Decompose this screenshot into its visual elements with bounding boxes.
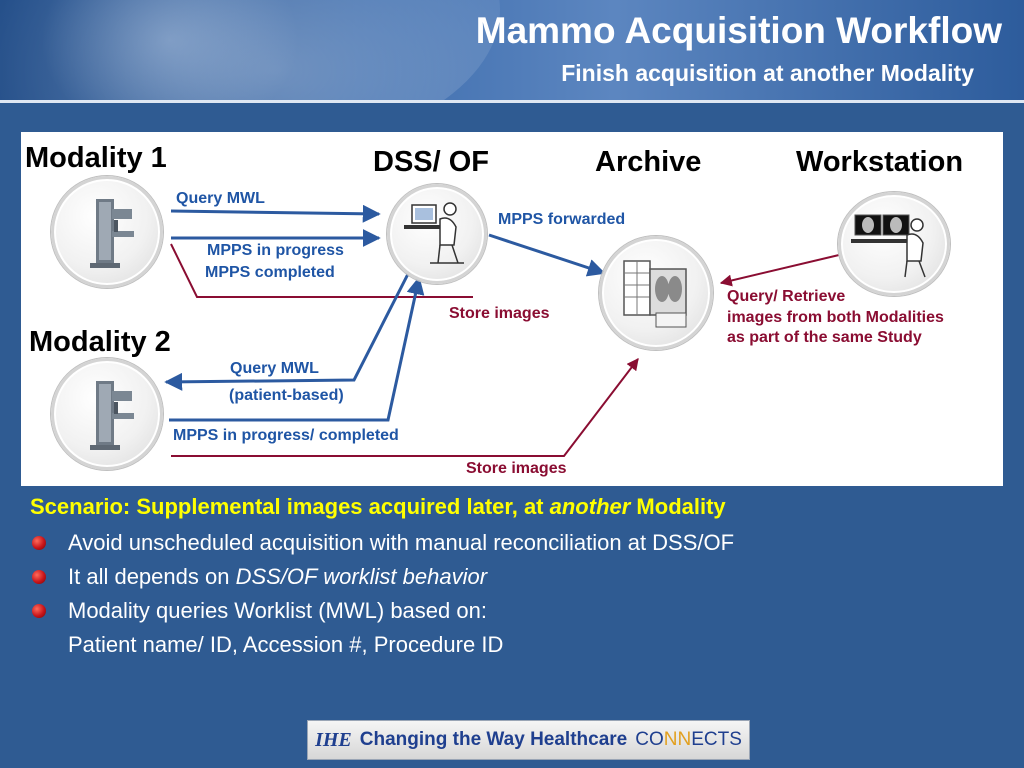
bullet-icon <box>32 570 46 584</box>
scenario-heading: Scenario: Supplemental images acquired l… <box>30 494 726 520</box>
query-retrieve-line3: as part of the same Study <box>727 329 922 346</box>
bullet-icon <box>32 536 46 550</box>
modality1-label: Modality 1 <box>25 142 167 174</box>
slide-title: Mammo Acquisition Workflow <box>475 10 1002 51</box>
mammography-unit-icon <box>90 199 134 268</box>
arrow-query-mwl-2 <box>164 271 411 391</box>
bullet-text-prefix: It all depends on <box>68 564 236 589</box>
bullet-icon <box>32 604 46 618</box>
scenario-prefix: Scenario: Supplemental images acquired l… <box>30 494 550 519</box>
modality2-label: Modality 2 <box>29 326 171 358</box>
diagram-connectors <box>164 204 840 457</box>
patient-based-label: (patient-based) <box>229 387 344 404</box>
header-band: Mammo Acquisition Workflow Finish acquis… <box>0 0 1024 103</box>
store-images-1-label: Store images <box>449 305 550 322</box>
globe-highlight <box>40 0 300 103</box>
workstation-user-icon <box>404 202 464 264</box>
bullet-item: Avoid unscheduled acquisition with manua… <box>30 529 734 563</box>
arrow-query-retrieve <box>719 254 840 287</box>
scenario-suffix: Modality <box>630 494 726 519</box>
mpps-progress-completed-label: MPPS in progress/ completed <box>173 427 399 444</box>
arrow-store-images-1 <box>170 243 473 298</box>
query-retrieve-line2: images from both Modalities <box>727 309 944 326</box>
archive-disc <box>599 236 713 350</box>
globe-graphic <box>0 0 500 103</box>
connects-part-a: CO <box>635 729 664 750</box>
reading-workstation-icon <box>851 214 926 278</box>
bullet-continuation: Patient name/ ID, Accession #, Procedure… <box>68 632 504 657</box>
bullet-text: Modality queries Worklist (MWL) based on… <box>68 598 487 623</box>
film-archive-icon <box>623 260 687 328</box>
modality1-disc <box>51 176 163 288</box>
query-retrieve-line1: Query/ Retrieve <box>727 288 846 305</box>
store-images-2-label: Store images <box>466 460 567 477</box>
dss-disc <box>387 184 487 284</box>
connects-part-c: ECTS <box>691 729 742 750</box>
mammography-unit-icon <box>90 381 134 450</box>
mpps-completed-label: MPPS completed <box>205 264 335 281</box>
arrow-mpps-progress-2 <box>169 276 425 422</box>
ihe-logo: IHE <box>315 728 352 751</box>
query-mwl-2-label: Query MWL <box>230 360 319 377</box>
bullet-item: Modality queries Worklist (MWL) based on… <box>30 597 734 631</box>
workstation-label: Workstation <box>796 146 964 178</box>
bullet-list: Avoid unscheduled acquisition with manua… <box>30 529 734 665</box>
arrow-store-images-2 <box>171 358 639 457</box>
footer-tagline: Changing the Way Healthcare <box>359 729 628 750</box>
arrow-query-mwl-1 <box>170 204 381 223</box>
scenario-emph: another <box>549 494 631 519</box>
dss-label: DSS/ OF <box>373 146 490 178</box>
connects-wordmark: CONNECTS <box>635 729 742 751</box>
workflow-diagram: Modality 1 Modality 2 DSS/ OF Archive Wo… <box>21 132 1003 486</box>
connects-part-b: NN <box>663 729 692 750</box>
mpps-forwarded-label: MPPS forwarded <box>498 211 626 228</box>
arrow-mpps-forwarded <box>488 233 606 277</box>
bullet-text: Avoid unscheduled acquisition with manua… <box>68 530 735 555</box>
slide-subtitle: Finish acquisition at another Modality <box>561 60 974 86</box>
bullet-text-emph: DSS/OF worklist behavior <box>235 564 488 589</box>
footer-banner: IHE Changing the Way Healthcare CONNECTS <box>307 720 750 760</box>
bullet-item: It all depends on DSS/OF worklist behavi… <box>30 563 734 597</box>
query-mwl-1-label: Query MWL <box>176 190 265 207</box>
workstation-disc <box>838 192 950 296</box>
archive-label: Archive <box>595 146 702 178</box>
modality2-disc <box>51 358 163 470</box>
mpps-in-progress-label: MPPS in progress <box>207 242 344 259</box>
